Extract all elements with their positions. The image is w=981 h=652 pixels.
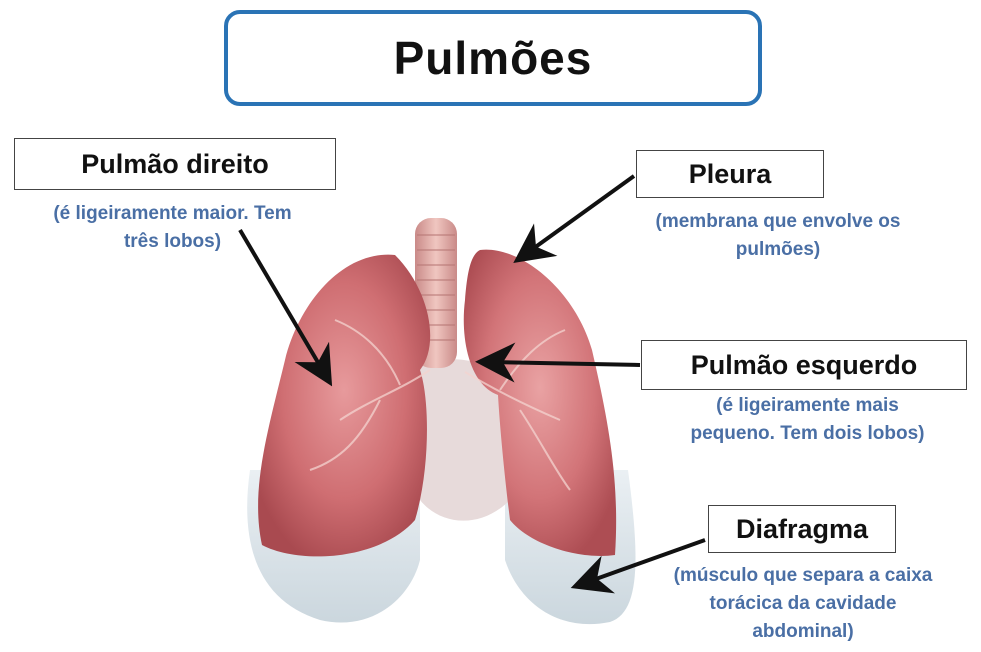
desc-pleura: (membrana que envolve os pulmões) (608, 208, 948, 264)
label-right-lung: Pulmão direito (14, 138, 336, 190)
title-box: Pulmões (224, 10, 762, 106)
mediastinum (415, 359, 510, 521)
label-diaphragm: Diafragma (708, 505, 896, 553)
arrow-left-lung (475, 342, 641, 383)
desc-diaphragm-line1: (músculo que separa a caixa (673, 565, 933, 586)
desc-left-lung-line1: (é ligeiramente mais (716, 395, 899, 416)
right-lung (258, 254, 431, 557)
desc-left-lung-line2: pequeno. Tem dois lobos) (690, 423, 925, 444)
arrow-diaphragm (570, 538, 706, 594)
label-diaphragm-text: Diafragma (735, 513, 869, 544)
desc-right-lung: (é ligeiramente maior. Tem três lobos) (0, 200, 345, 256)
desc-left-lung: (é ligeiramente mais pequeno. Tem dois l… (640, 392, 975, 448)
left-lung (463, 249, 617, 556)
label-pleura-text: Pleura (688, 158, 772, 189)
label-left-lung: Pulmão esquerdo (641, 340, 967, 390)
desc-diaphragm-line2: torácica da cavidade (709, 593, 897, 614)
desc-pleura-line2: pulmões) (735, 239, 821, 260)
desc-diaphragm-line3: abdominal) (752, 621, 854, 642)
label-left-lung-text: Pulmão esquerdo (690, 349, 918, 380)
arrow-right-lung (238, 228, 333, 387)
label-pleura: Pleura (636, 150, 824, 198)
desc-right-lung-line1: (é ligeiramente maior. Tem (53, 203, 292, 224)
desc-diaphragm: (músculo que separa a caixa torácica da … (628, 562, 978, 646)
desc-right-lung-line2: três lobos) (123, 231, 222, 252)
page-title: Pulmões (393, 32, 593, 84)
desc-pleura-line1: (membrana que envolve os (655, 211, 901, 232)
label-right-lung-text: Pulmão direito (81, 148, 269, 179)
arrow-pleura (513, 174, 636, 264)
